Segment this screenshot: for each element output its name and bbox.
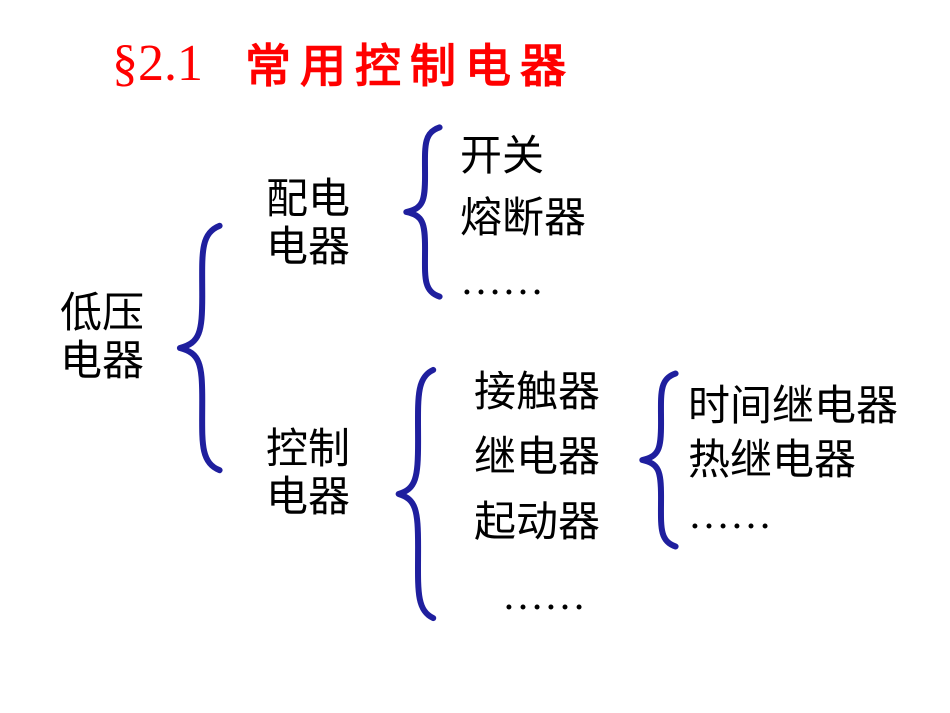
branch-control-line2: 电器 [266,475,351,521]
item-starter: 起动器 [474,500,601,546]
item-time-relay: 时间继电器 [688,384,899,430]
control-items: 接触器 继电器 起动器 …… [474,370,600,619]
relay-items: 时间继电器 热继电器 …… [688,384,898,538]
item-switch: 开关 [460,134,545,180]
branch-control-line1: 控制 [266,427,351,473]
slide-title: §2.1 常用控制电器 [112,30,575,96]
root-label: 低压 电器 [60,290,144,386]
control-brace [390,362,444,626]
item-relay: 继电器 [474,435,601,481]
root-label-line1: 低压 [60,291,145,337]
page-title: 常用控制电器 [245,41,575,92]
section-number: §2.1 [112,34,203,92]
item-contactor: 接触器 [474,370,601,416]
branch-control-label: 控制 电器 [266,426,350,522]
item-ellipsis-relay: …… [688,492,772,538]
branch-distribution-label: 配电 电器 [266,176,350,272]
item-thermal-relay: 热继电器 [688,438,857,484]
branch-distribution-line2: 电器 [266,225,351,271]
distribution-items: 开关 熔断器 …… [460,134,586,304]
distribution-brace [398,122,450,302]
item-ellipsis-distribution: …… [460,258,544,304]
item-ellipsis-control: …… [502,573,586,619]
root-label-line2: 电器 [60,339,145,385]
root-brace [170,218,232,478]
item-fuse: 熔断器 [460,196,587,242]
relay-brace [634,368,686,552]
branch-distribution-line1: 配电 [266,177,351,223]
